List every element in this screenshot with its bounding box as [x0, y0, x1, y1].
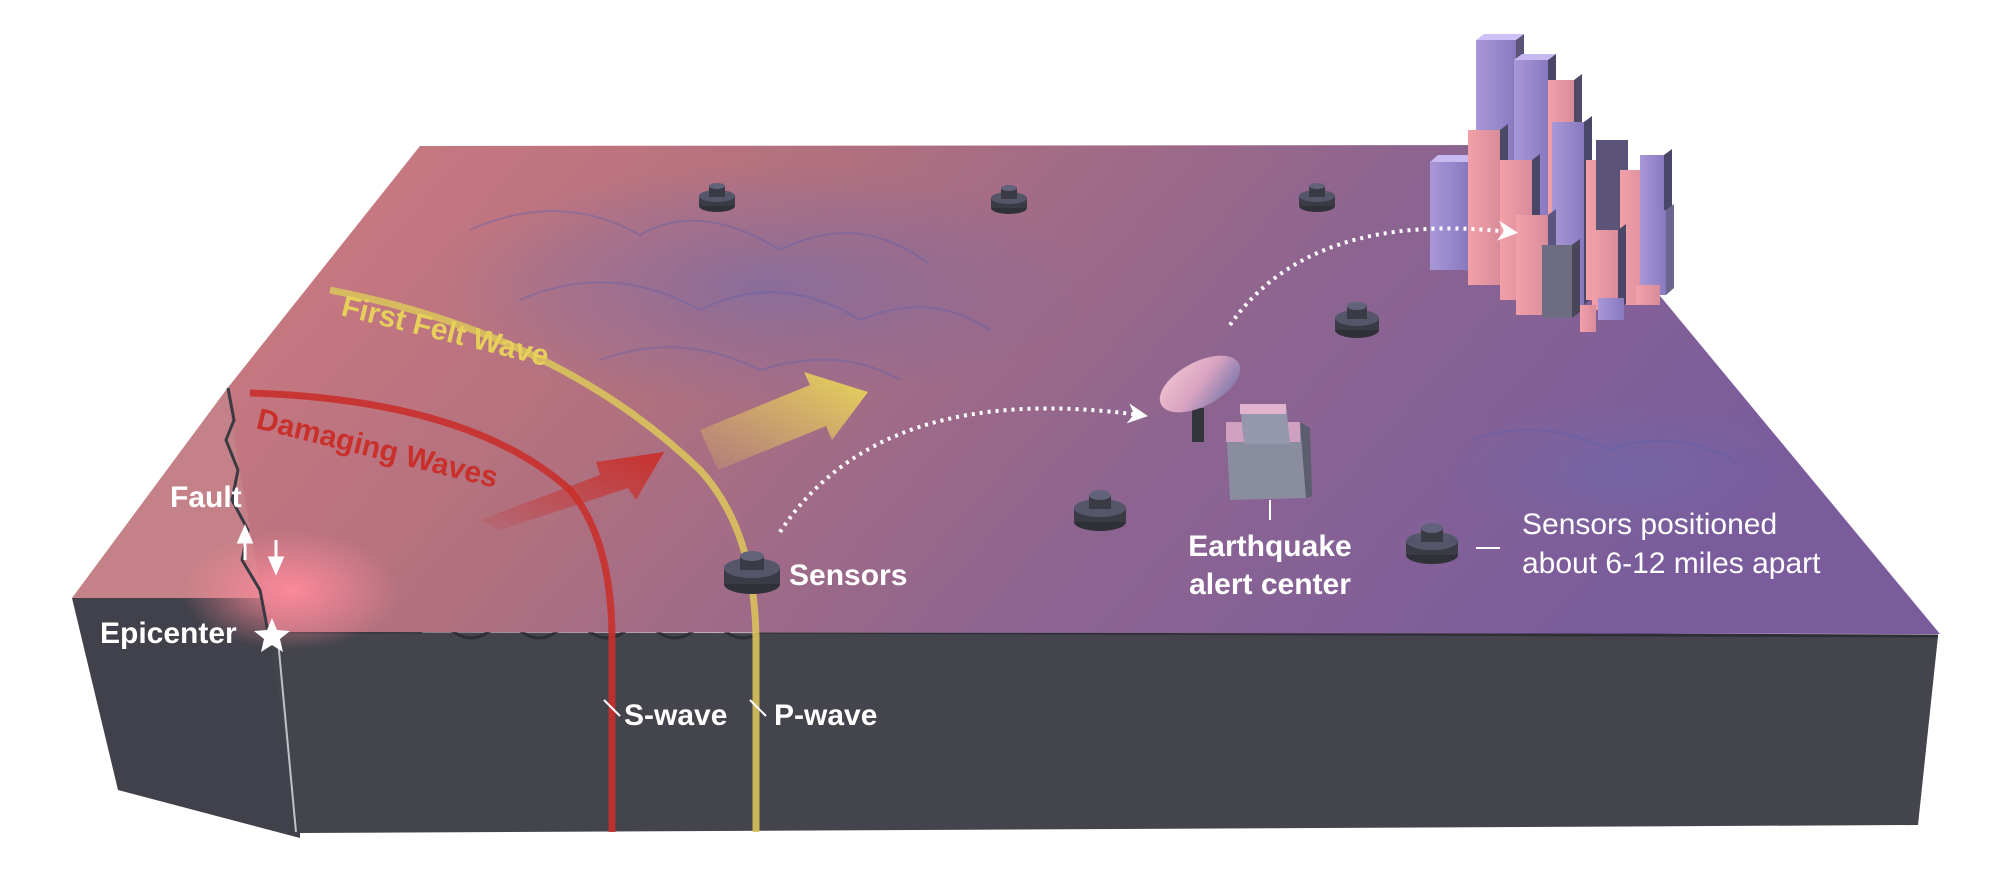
alert-center-label-line2: alert center: [1189, 568, 1351, 601]
fault-line-lower: [277, 639, 297, 833]
sensor-icon: [1299, 183, 1335, 212]
s-wave-label: S-wave: [624, 699, 727, 732]
sensors-label: Sensors: [789, 559, 907, 592]
alert-center-building: [1226, 404, 1312, 500]
s-wave-front: [249, 389, 616, 832]
fault-motion-arrows-icon: [236, 524, 285, 576]
sensor-spacing-label-line2: about 6-12 miles apart: [1522, 547, 1821, 580]
sensor-icon: [991, 185, 1027, 214]
block-front-face: [268, 632, 1938, 833]
signal-arrow-center-to-city: [1228, 220, 1518, 327]
sensor-icon: [1074, 490, 1126, 531]
sensor-icon: [724, 551, 780, 594]
alert-center-label-line1: Earthquake: [1188, 530, 1351, 563]
mountain-terrain-2: [1440, 400, 1800, 540]
terrain-ridges: [469, 210, 1741, 466]
dish-mount: [1192, 408, 1204, 442]
epicenter-label: Epicenter: [100, 617, 237, 650]
mountain-terrain: [430, 165, 1090, 405]
s-wave-pointer: [603, 699, 621, 717]
epicenter-star-icon: [254, 618, 290, 652]
p-wave-label: P-wave: [774, 699, 877, 732]
sensor-stations: [699, 183, 1458, 594]
earthquake-alert-center: [1159, 355, 1312, 520]
sensor-spacing-label-line1: Sensors positioned: [1522, 508, 1777, 541]
sensor-icon: [1335, 302, 1379, 338]
sensor-icon: [699, 183, 735, 212]
fault-label: Fault: [170, 481, 242, 514]
damaging-waves-arrow: [480, 452, 664, 530]
epicenter-glow: [180, 530, 400, 650]
signal-arrow-sensor-to-center: [778, 403, 1148, 534]
fault-line: [224, 387, 270, 633]
p-wave-pointer: [749, 699, 767, 717]
city-buildings: [1430, 34, 1674, 332]
fault-block-side: [72, 598, 300, 838]
satellite-dish-icon: [1159, 355, 1241, 413]
first-felt-wave-arrow: [700, 372, 868, 470]
sensor-icon: [1406, 523, 1458, 564]
